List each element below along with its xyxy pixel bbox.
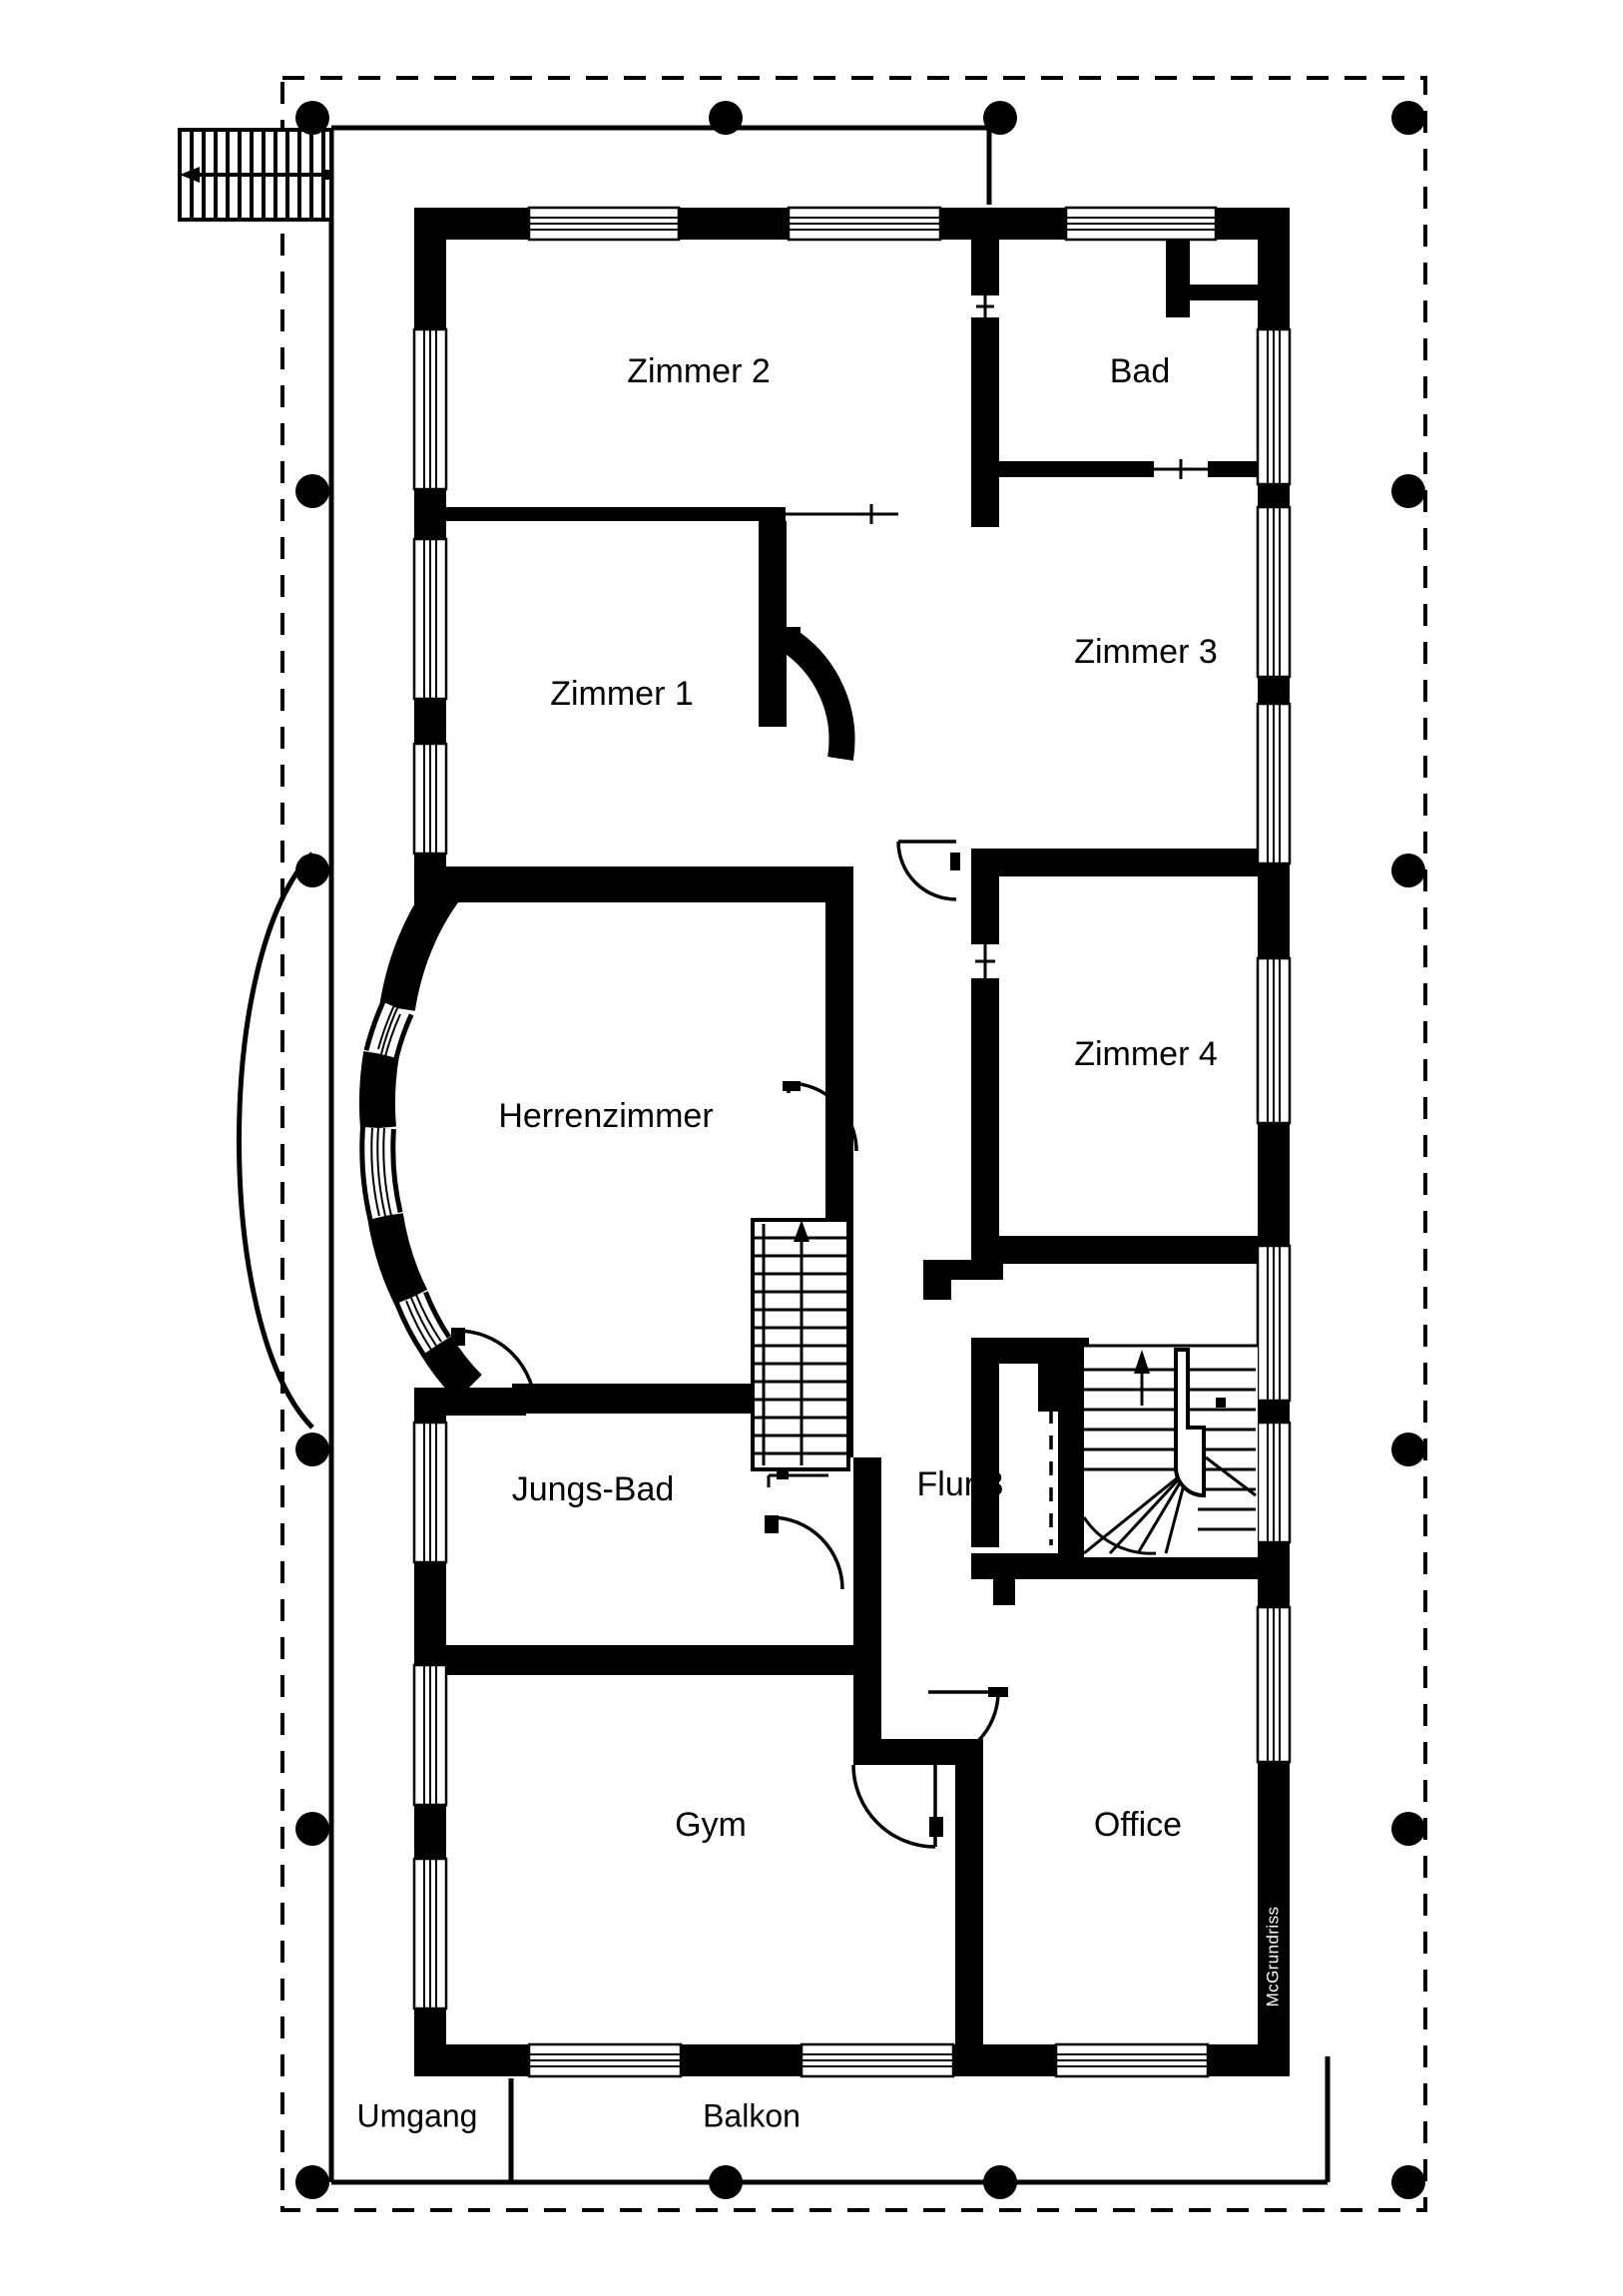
- stair-top-left: [178, 128, 333, 222]
- curved-bay-wall: [358, 877, 483, 1401]
- door-opening-marks: [763, 295, 1208, 978]
- site-outline: [237, 125, 1331, 2185]
- windows: [412, 206, 1292, 2078]
- marker-dot: [295, 854, 329, 887]
- room-label-zimmer-2: Zimmer 2: [627, 352, 771, 390]
- boundary-markers: [295, 101, 1425, 2199]
- door-swings: [451, 627, 1008, 1849]
- marker-dot: [709, 2165, 743, 2199]
- stair-center: [751, 1218, 850, 1487]
- marker-dot: [709, 101, 743, 135]
- marker-dot: [1391, 2165, 1425, 2199]
- room-label-gym: Gym: [675, 1806, 747, 1844]
- stair-winder: [1049, 1344, 1258, 1557]
- watermark-text: McGrundriss: [1263, 1907, 1282, 2008]
- marker-dot: [1391, 1433, 1425, 1466]
- room-label-flur-3: Flur 3: [917, 1465, 1004, 1503]
- marker-dot: [1391, 1812, 1425, 1846]
- marker-dot: [295, 101, 329, 135]
- room-labels: Zimmer 2 Bad Zimmer 3 Zimmer 1 Zimmer 4 …: [498, 352, 1217, 1844]
- room-label-herrenzimmer: Herrenzimmer: [498, 1097, 713, 1135]
- marker-dot: [295, 1812, 329, 1846]
- room-label-office: Office: [1094, 1806, 1182, 1844]
- room-label-zimmer-1: Zimmer 1: [550, 675, 694, 713]
- room-label-bad: Bad: [1110, 352, 1171, 390]
- marker-dot: [983, 2165, 1017, 2199]
- room-label-zimmer-4: Zimmer 4: [1074, 1035, 1218, 1073]
- outdoor-labels: Umgang Balkon: [357, 2097, 801, 2133]
- marker-dot: [1391, 854, 1425, 887]
- outdoor-label-balkon: Balkon: [703, 2097, 801, 2133]
- marker-dot: [295, 1433, 329, 1466]
- marker-dot: [1391, 101, 1425, 135]
- property-boundary: [280, 76, 1427, 2212]
- outdoor-label-umgang: Umgang: [357, 2097, 478, 2133]
- room-label-jungs-bad: Jungs-Bad: [512, 1470, 675, 1508]
- marker-dot: [295, 474, 329, 508]
- marker-dot: [295, 2165, 329, 2199]
- marker-dot: [983, 101, 1017, 135]
- watermark: McGrundriss: [1263, 1907, 1282, 2008]
- marker-dot: [1391, 474, 1425, 508]
- room-label-zimmer-3: Zimmer 3: [1074, 633, 1218, 671]
